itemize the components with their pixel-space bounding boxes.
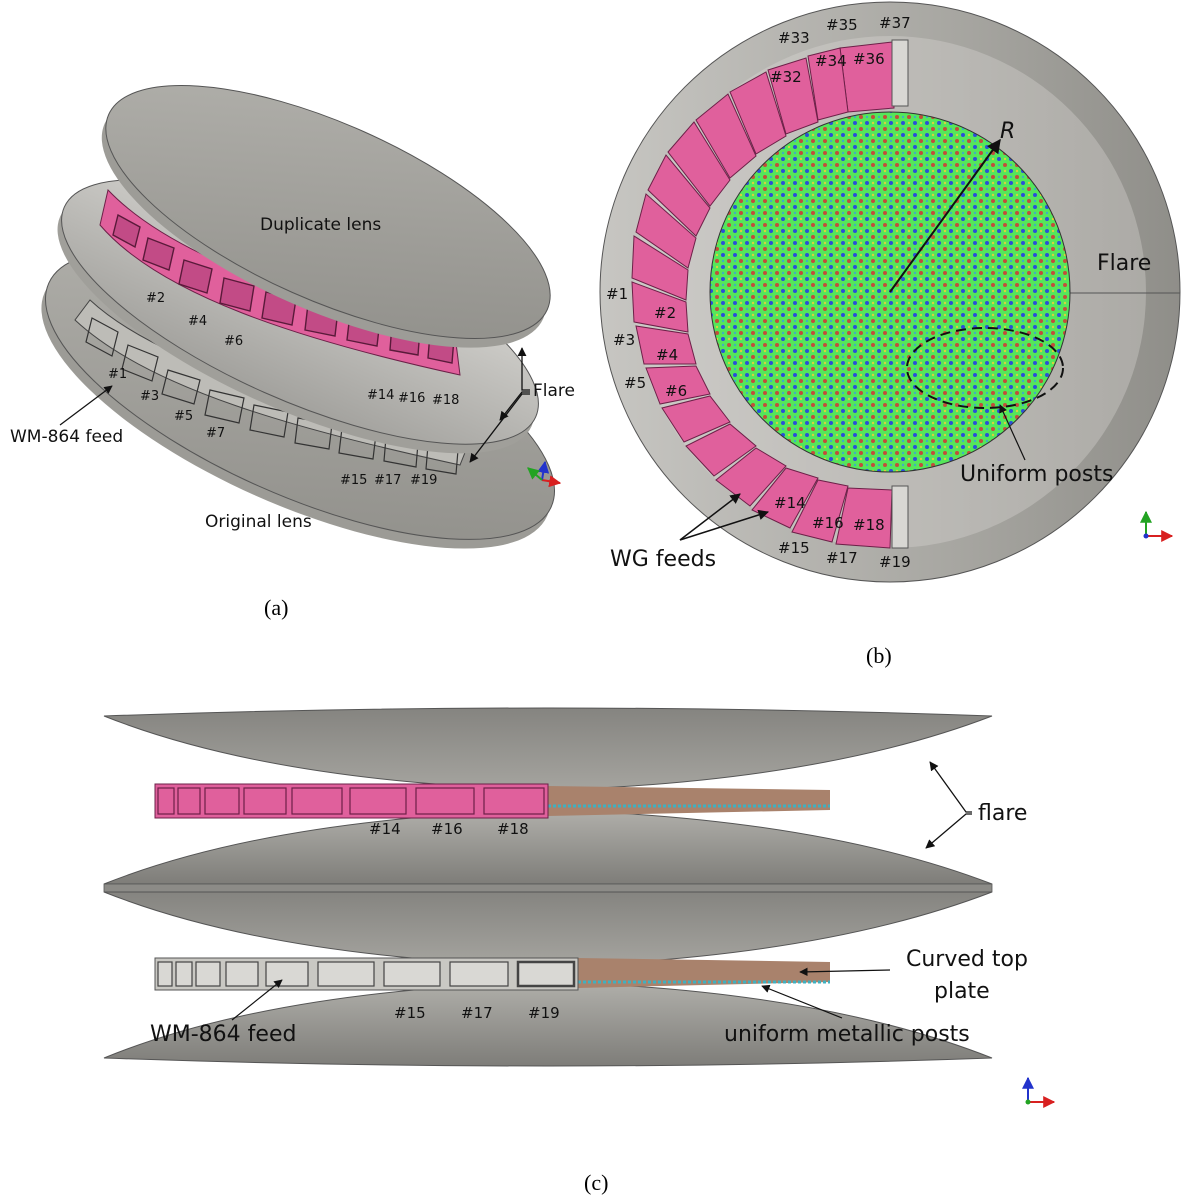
port-label: #17 — [374, 473, 401, 488]
port-label: #18 — [853, 516, 885, 534]
feed-label-c: WM-864 feed — [150, 1022, 296, 1047]
port-label: #37 — [879, 14, 911, 32]
caption-a: (a) — [264, 595, 288, 620]
curved-top-plate-arrow — [799, 967, 891, 977]
port-label: #1 — [606, 285, 628, 303]
wg-feeds-arrow-2 — [679, 509, 770, 541]
flare-arrows-c — [925, 761, 972, 849]
top-lens-lower — [103, 809, 993, 885]
port-label: #6 — [665, 382, 687, 400]
curved-top-plate-label: Curved top — [906, 947, 1028, 972]
panel-b: R Uniform posts Flare WG feeds #33 #35 #… — [598, 1, 1194, 668]
uniform-posts-label: Uniform posts — [960, 462, 1113, 487]
port-label: #4 — [188, 314, 207, 329]
flare-label-c: flare — [978, 801, 1027, 826]
port-label: #2 — [146, 291, 165, 306]
uniform-posts-label-c: uniform metallic posts — [724, 1022, 970, 1047]
port-label: #14 — [369, 820, 401, 838]
port-label: #3 — [613, 331, 635, 349]
port-label: #6 — [224, 334, 243, 349]
xz-axes-icon — [1022, 1076, 1056, 1108]
caption-b: (b) — [866, 643, 892, 668]
duplicate-lens-disc — [101, 85, 551, 348]
duplicate-lens-label: Duplicate lens — [260, 215, 381, 235]
port-label: #36 — [853, 50, 885, 68]
port-label: #16 — [812, 514, 844, 532]
xy-axes-icon — [1140, 510, 1174, 542]
port-label: #4 — [656, 346, 678, 364]
port-label: #19 — [410, 473, 437, 488]
curved-top-plate-label: plate — [934, 979, 990, 1004]
uniform-posts-arrow — [999, 404, 1026, 461]
port-label: #5 — [624, 374, 646, 392]
port-label: #18 — [432, 393, 459, 408]
lower-feeds — [154, 957, 830, 991]
feed-arrow-c — [231, 979, 283, 1021]
port-label: #15 — [394, 1004, 426, 1022]
port-label: #14 — [774, 494, 806, 512]
panel-c: #14 #16 #18 #15 #17 #19 flare Curved top… — [103, 707, 1056, 1195]
port-label: #7 — [206, 426, 225, 441]
port-label: #1 — [108, 367, 127, 382]
upper-feeds — [154, 783, 830, 819]
uniform-posts-arrow-c — [761, 984, 843, 1019]
port-label: #34 — [815, 52, 847, 70]
feed-label-a: WM-864 feed — [10, 427, 123, 447]
radius-arrow — [889, 138, 1001, 293]
port-label: #32 — [770, 68, 802, 86]
xyz-axes-icon — [527, 460, 562, 488]
port-label: #15 — [340, 473, 367, 488]
port-label: #33 — [778, 29, 810, 47]
wg-feeds-label: WG feeds — [610, 547, 716, 572]
bottom-lens-upper — [103, 891, 993, 967]
wg-feeds-arrow-1 — [679, 493, 741, 541]
top-lens-upper — [103, 707, 993, 791]
flare-arrows-a — [469, 347, 530, 463]
uniform-posts-region — [906, 327, 1064, 409]
port-label: #17 — [461, 1004, 493, 1022]
original-lens-label: Original lens — [205, 512, 312, 532]
port-label: #17 — [826, 549, 858, 567]
port-label: #19 — [879, 553, 911, 571]
flare-label-a: Flare — [533, 381, 575, 401]
port-label: #19 — [528, 1004, 560, 1022]
port-label: #16 — [431, 820, 463, 838]
port-label: #16 — [398, 391, 425, 406]
radius-label: R — [1000, 119, 1015, 144]
port-label: #35 — [826, 16, 858, 34]
feed-arrow-a — [59, 385, 113, 426]
port-label: #18 — [497, 820, 529, 838]
wg-feeds — [631, 41, 895, 549]
flare-label-b: Flare — [1097, 251, 1151, 276]
caption-c: (c) — [584, 1170, 608, 1195]
port-label: #5 — [174, 409, 193, 424]
port-label: #2 — [654, 304, 676, 322]
panel-a: Duplicate lens Original lens Flare WM-86… — [10, 85, 575, 620]
port-label: #14 — [367, 388, 394, 403]
port-label: #3 — [140, 389, 159, 404]
bottom-lens-lower — [103, 981, 993, 1067]
port-label: #15 — [778, 539, 810, 557]
